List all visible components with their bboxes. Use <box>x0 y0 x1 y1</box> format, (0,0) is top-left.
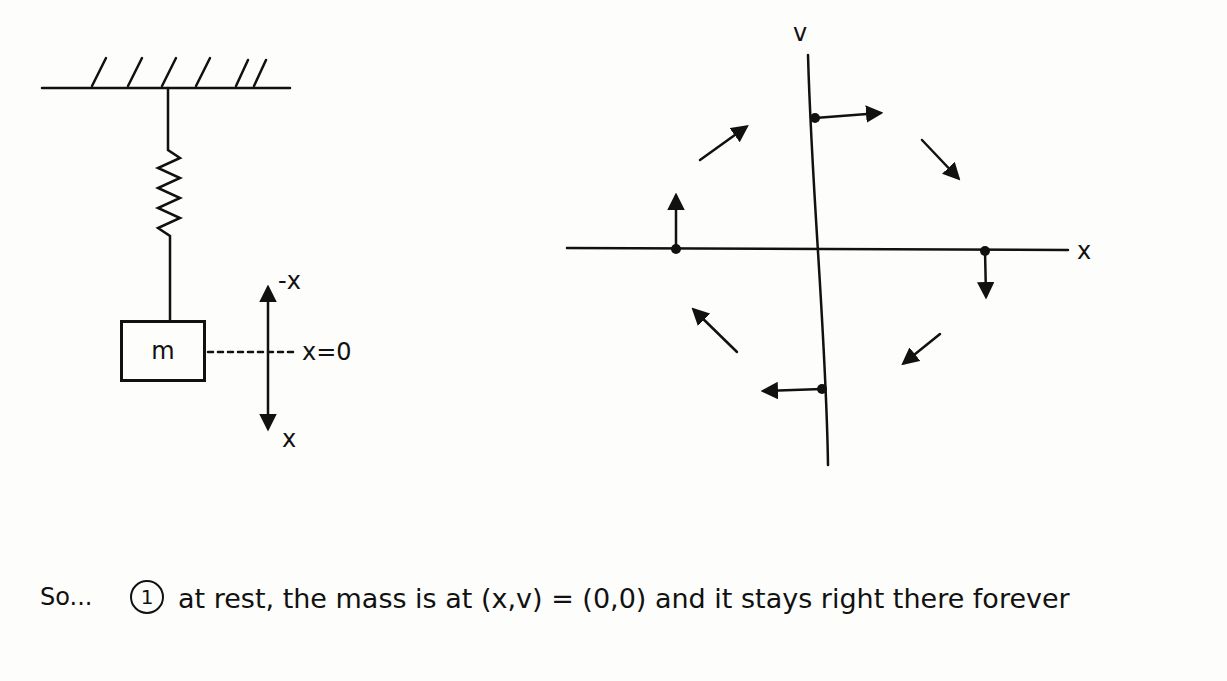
callout-number: 1 <box>130 580 164 614</box>
ceiling <box>42 87 290 90</box>
axis-label: x <box>282 424 296 454</box>
axis-label: -x <box>278 266 301 296</box>
note-text: So... <box>40 582 92 612</box>
ceiling-hatch <box>92 58 266 86</box>
mass-label: m <box>151 337 174 365</box>
phase-arrows <box>676 113 986 391</box>
axis-arrow <box>267 288 270 428</box>
note-text: at rest, the mass is at (x,v) = (0,0) an… <box>178 582 1078 616</box>
mass-box: m <box>120 320 206 382</box>
equilibrium-line <box>208 351 294 354</box>
axis-label: x <box>1077 236 1091 266</box>
axis-label: x=0 <box>302 337 352 367</box>
spring-symbol <box>158 88 180 322</box>
axis-label: v <box>793 18 807 48</box>
phase-dots <box>671 113 990 394</box>
